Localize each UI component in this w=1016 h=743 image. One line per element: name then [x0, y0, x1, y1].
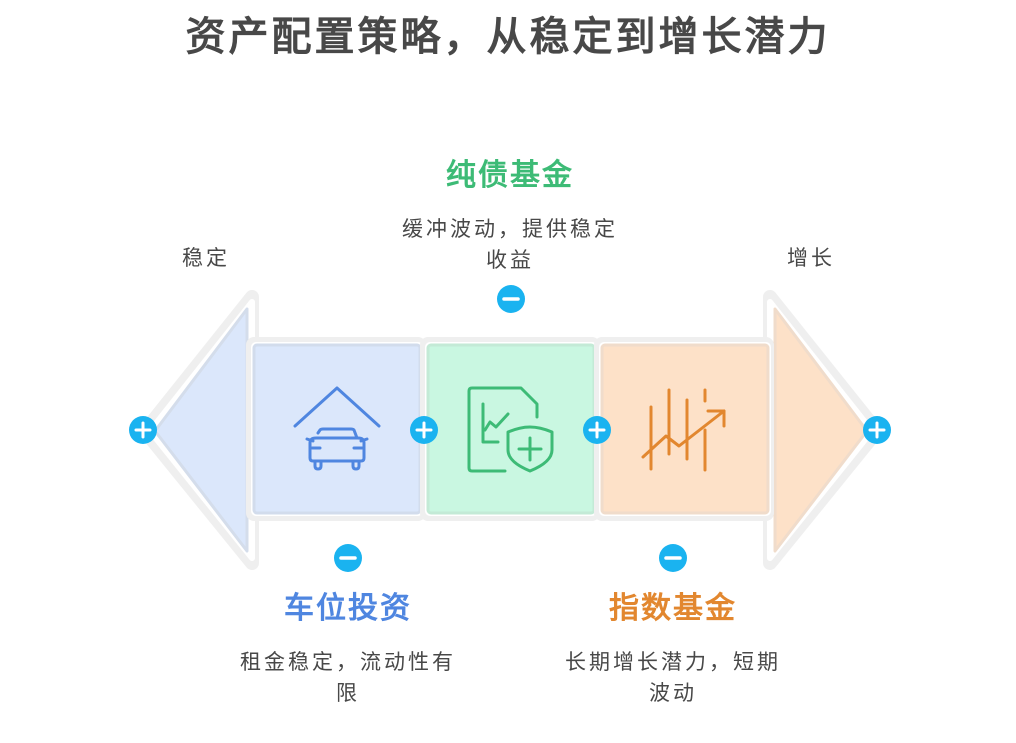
heading-bond-fund: 纯债基金 [446, 158, 574, 193]
plus-node-left[interactable] [129, 416, 157, 444]
plus-node-blue-green[interactable] [410, 416, 438, 444]
car-garage-icon [293, 386, 381, 471]
right-arrow-head [763, 290, 884, 570]
minus-node-bond-fund[interactable] [497, 285, 525, 313]
heading-index-fund: 指数基金 [609, 591, 737, 626]
description-line: 租金稳定，流动性有 [240, 650, 456, 674]
minus-node-index-fund[interactable] [659, 544, 687, 572]
left-arrow-head [138, 290, 259, 570]
description-line: 长期增长潜力，短期 [565, 650, 781, 674]
growth-chart-arrow-icon [641, 388, 726, 472]
description-index-fund: 长期增长潜力，短期 波动 [523, 647, 823, 709]
description-line: 收益 [486, 248, 534, 272]
minus-node-parking-investment[interactable] [334, 544, 362, 572]
page-title: 资产配置策略，从稳定到增长潜力 [185, 13, 831, 60]
description-line: 缓冲波动，提供稳定 [402, 217, 618, 241]
end-label-stable: 稳定 [182, 246, 230, 270]
description-bond-fund: 缓冲波动，提供稳定 收益 [360, 214, 660, 276]
box-index-fund[interactable] [594, 337, 774, 521]
description-line: 波动 [649, 681, 697, 705]
description-parking-investment: 租金稳定，流动性有 限 [198, 647, 498, 709]
description-line: 限 [336, 681, 360, 705]
document-chart-shield-icon [467, 386, 554, 473]
box-bond-fund[interactable] [420, 337, 600, 521]
plus-node-green-orange[interactable] [583, 416, 611, 444]
heading-parking-investment: 车位投资 [284, 591, 412, 626]
plus-node-right[interactable] [863, 416, 891, 444]
end-label-growth: 增长 [787, 246, 835, 270]
